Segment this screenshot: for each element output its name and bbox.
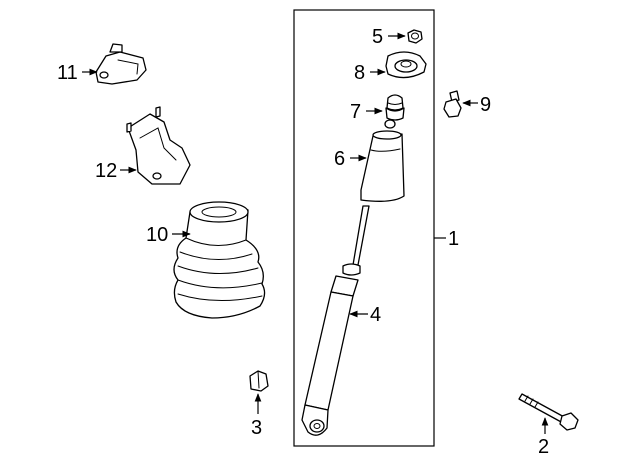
callout-3: 3 <box>251 417 262 439</box>
upper-mount-icon <box>385 51 427 79</box>
callout-5: 5 <box>372 26 383 48</box>
callout-12: 12 <box>95 160 117 182</box>
callout-7: 7 <box>350 101 361 123</box>
mount-bolt-icon <box>443 90 462 118</box>
upper-nut-icon <box>407 29 423 44</box>
assembly-frame <box>293 9 435 447</box>
callout-10: 10 <box>146 224 168 246</box>
callout-4: 4 <box>370 304 381 326</box>
bump-stop-icon <box>384 94 405 129</box>
mount-bracket-icon <box>95 43 147 85</box>
callout-6: 6 <box>334 148 345 170</box>
dust-boot-icon <box>360 130 405 202</box>
bellows-boot-icon <box>173 201 266 319</box>
callout-11: 11 <box>57 62 78 84</box>
bolt-icon <box>518 393 579 431</box>
callout-1: 1 <box>448 228 459 250</box>
callout-8: 8 <box>354 62 365 84</box>
callout-9: 9 <box>480 94 491 116</box>
callout-2: 2 <box>538 436 549 458</box>
upper-bracket-icon <box>126 106 191 185</box>
shock-absorber-icon <box>301 205 370 436</box>
nut-icon <box>249 370 269 392</box>
